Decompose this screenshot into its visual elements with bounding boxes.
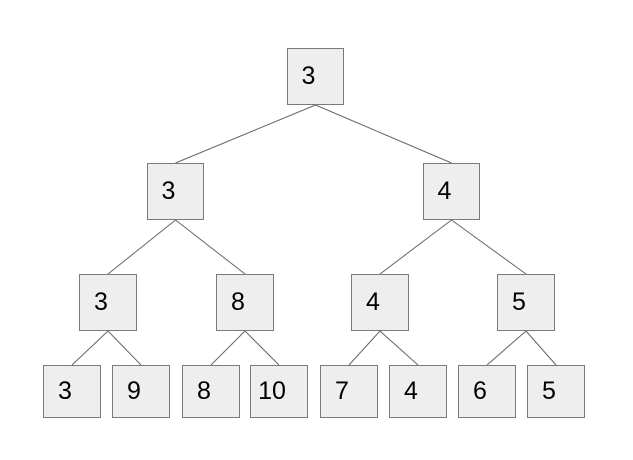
tree-node-L1-0: 3 — [147, 163, 204, 220]
tree-node-label: 4 — [404, 377, 418, 405]
tree-node-label: 8 — [197, 377, 211, 405]
tree-node-L2-2: 4 — [351, 274, 409, 331]
tree-node-L3-3: 10 — [250, 365, 308, 418]
tree-node-label: 4 — [366, 288, 380, 316]
tree-node-L0-0: 3 — [287, 48, 344, 105]
tree-node-label: 8 — [231, 288, 245, 316]
tree-node-label: 5 — [542, 377, 556, 405]
tree-node-label: 9 — [127, 377, 141, 405]
tree-edge — [315, 104, 452, 164]
tree-edge — [348, 330, 381, 366]
tree-node-label: 3 — [301, 62, 316, 90]
tree-node-label: 7 — [335, 377, 349, 405]
tree-edge — [71, 330, 109, 366]
tree-node-L3-2: 8 — [182, 365, 240, 418]
tree-node-L2-1: 8 — [216, 274, 274, 331]
tree-edge — [210, 330, 246, 366]
tree-node-label: 4 — [437, 177, 452, 205]
tree-node-label: 10 — [258, 377, 286, 405]
tree-edge — [107, 219, 176, 275]
tree-node-L3-6: 6 — [458, 365, 516, 418]
tree-edge — [379, 330, 419, 366]
tree-node-L2-3: 5 — [497, 274, 555, 331]
tree-edge — [244, 330, 280, 366]
tree-node-L3-7: 5 — [527, 365, 585, 418]
tree-edge — [525, 330, 557, 366]
tree-node-label: 5 — [512, 288, 526, 316]
tree-node-L2-0: 3 — [79, 274, 137, 331]
tree-edge — [486, 330, 527, 366]
tree-node-label: 3 — [58, 377, 72, 405]
tree-edge — [451, 219, 527, 275]
tree-node-L3-0: 3 — [43, 365, 101, 418]
tree-edge — [175, 219, 246, 275]
tree-node-label: 3 — [161, 177, 176, 205]
tree-node-L1-1: 4 — [423, 163, 480, 220]
tree-edge — [175, 104, 316, 164]
tree-node-label: 3 — [94, 288, 108, 316]
tree-node-L3-5: 4 — [389, 365, 447, 418]
tree-edge — [107, 330, 142, 366]
tree-edge — [379, 219, 452, 275]
tree-node-L3-4: 7 — [320, 365, 378, 418]
tree-node-label: 6 — [473, 377, 487, 405]
tree-node-L3-1: 9 — [112, 365, 170, 418]
